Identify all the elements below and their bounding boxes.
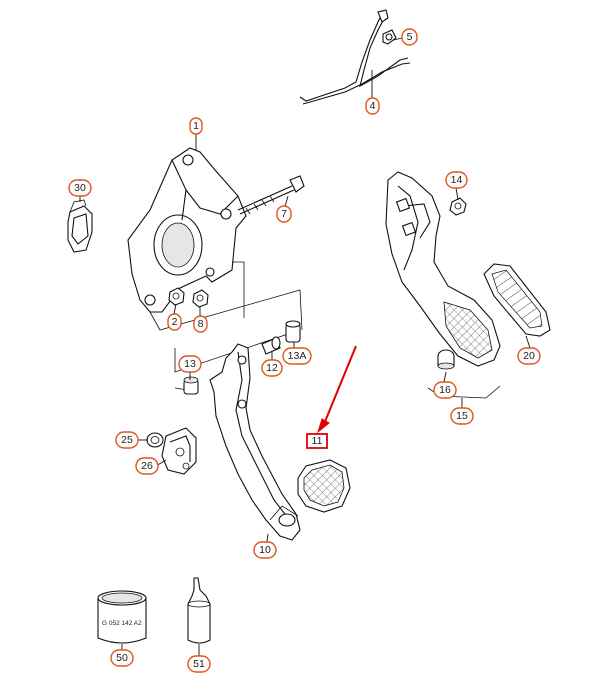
svg-text:26: 26: [141, 460, 153, 472]
part-14-nut: [449, 197, 467, 216]
part-11-pedal-pad: [297, 459, 351, 513]
svg-text:30: 30: [74, 182, 86, 194]
callout-13a: 13A: [282, 347, 312, 365]
part-30-clip: [67, 199, 93, 253]
svg-text:1: 1: [193, 120, 199, 132]
svg-text:14: 14: [451, 174, 463, 186]
callout-11: 11: [309, 435, 325, 447]
part-1-bracket: [127, 147, 247, 313]
svg-text:50: 50: [116, 652, 128, 664]
svg-text:4: 4: [370, 100, 376, 112]
svg-text:25: 25: [121, 434, 133, 446]
svg-text:13: 13: [184, 358, 196, 370]
part-13a-bushing: [285, 320, 301, 343]
part-5-clip: [382, 29, 397, 45]
svg-text:8: 8: [198, 318, 204, 330]
svg-text:10: 10: [259, 544, 271, 556]
callout-8: 8: [193, 315, 208, 333]
svg-text:2: 2: [172, 316, 178, 328]
svg-text:13A: 13A: [288, 350, 307, 362]
callout-1: 1: [189, 117, 203, 135]
part-15-accelerator-assembly: [385, 171, 501, 399]
callout-4: 4: [365, 97, 380, 115]
callout-20: 20: [517, 347, 541, 365]
part-26-switch: [161, 427, 197, 475]
part-25-washer: [146, 432, 164, 448]
callout-7: 7: [276, 205, 292, 223]
callout-5: 5: [401, 28, 418, 46]
svg-text:7: 7: [281, 208, 287, 220]
callouts: 1 2 4 5 7 8 10 11 12 13 13A 14 15 16 20 …: [68, 28, 541, 673]
part-4-rod: [299, 9, 411, 105]
svg-text:15: 15: [456, 410, 468, 422]
callout-30: 30: [68, 179, 92, 197]
part-7-bolt: [237, 175, 305, 215]
svg-text:51: 51: [193, 658, 205, 670]
svg-text:12: 12: [266, 362, 278, 374]
svg-text:5: 5: [407, 31, 413, 43]
part-8-nut: [192, 289, 209, 308]
part-2-nut: [168, 287, 185, 306]
svg-text:20: 20: [523, 350, 535, 362]
highlight-arrow: [317, 345, 357, 434]
callout-16: 16: [433, 381, 457, 399]
assembly-frame: [149, 261, 303, 391]
callout-25: 25: [115, 431, 139, 449]
highlight-box: [306, 433, 328, 449]
part-13-bushing: [183, 376, 199, 395]
callout-13: 13: [178, 355, 202, 373]
part-16-stop: [437, 349, 455, 370]
part-50-container: G 052 142 A2: [97, 590, 147, 644]
callout-51: 51: [187, 655, 211, 673]
part-20-pad: [483, 263, 551, 337]
callout-50: 50: [110, 649, 134, 667]
leader-lines: [79, 37, 531, 656]
part-12-pin: [261, 336, 281, 355]
callout-14: 14: [445, 171, 468, 189]
callout-26: 26: [135, 457, 159, 475]
container-label: G 052 142 A2: [102, 620, 142, 627]
callout-15: 15: [450, 407, 474, 425]
callout-12: 12: [261, 359, 283, 377]
callout-10: 10: [253, 541, 277, 559]
part-51-bottle: [187, 577, 211, 644]
svg-text:16: 16: [439, 384, 451, 396]
svg-text:11: 11: [312, 435, 323, 447]
callout-2: 2: [167, 313, 182, 331]
part-10-pedal-lever: [209, 343, 301, 541]
